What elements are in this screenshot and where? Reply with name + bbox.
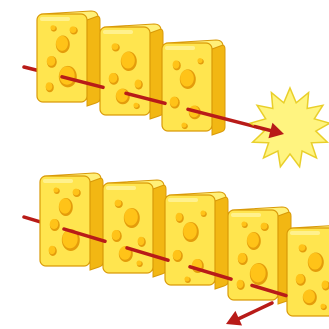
cheese-slice <box>102 179 167 278</box>
cheese-hole-inner <box>48 245 56 255</box>
cheese-hole-inner <box>181 122 187 128</box>
deflected-arrow <box>234 301 274 322</box>
cheese-slice-highlight <box>43 179 73 183</box>
cheese-hole-inner <box>53 187 59 193</box>
cheese-hole-inner <box>172 249 182 261</box>
cheese-slice-highlight <box>103 30 133 34</box>
hazard-arrow-segment <box>60 75 105 90</box>
cheese-hole-inner <box>59 198 71 214</box>
cheese-hole-inner <box>321 280 329 289</box>
cheese-hole-inner <box>69 26 77 33</box>
cheese-slice <box>161 39 226 136</box>
cheese-hole-inner <box>137 236 145 246</box>
cheese-slice-highlight <box>165 46 195 50</box>
cheese-slice-side <box>152 184 167 278</box>
cheese-hole-inner <box>295 273 305 284</box>
cheese-hole-inner <box>56 35 68 51</box>
cheese-hole-inner <box>303 289 315 304</box>
hazard-arrow-segment <box>62 227 107 244</box>
cheese-hole-inner <box>298 244 306 251</box>
cheese-hole-inner <box>169 96 179 107</box>
cheese-hole-inner <box>49 218 59 230</box>
cheese-slice-highlight <box>290 231 320 235</box>
cheese-slice-face <box>39 175 91 267</box>
cheese-slice-highlight <box>106 186 136 190</box>
hazard-arrow-segment <box>125 246 170 262</box>
hazard-arrow-segment <box>250 283 288 298</box>
cheese-slice <box>227 206 292 305</box>
cheese-hole-inner <box>197 58 203 64</box>
cheese-hole-inner <box>236 279 244 289</box>
cheese-hole-inner <box>260 222 268 230</box>
cheese-hole-inner <box>180 69 194 87</box>
cheese-hole-inner <box>108 72 118 83</box>
cheese-hole-inner <box>62 229 78 249</box>
cheese-slice <box>286 225 329 317</box>
cheese-hole-inner <box>134 79 142 88</box>
cheese-hole-inner <box>237 252 247 264</box>
starburst-icon <box>248 86 329 169</box>
cheese-hole-inner <box>247 232 259 248</box>
hazard-arrow-segment <box>186 107 264 131</box>
cheese-hole-inner <box>172 60 180 69</box>
scenario-hazard-passes <box>22 10 329 169</box>
cheese-hole-inner <box>72 188 80 196</box>
cheese-hole-inner <box>111 43 119 50</box>
scenario-hazard-blocked <box>22 172 329 326</box>
cheese-hole-inner <box>241 221 247 227</box>
cheese-slice-highlight <box>231 213 261 217</box>
cheese-hole-inner <box>46 55 56 66</box>
cheese-hole-inner <box>184 276 190 282</box>
cheese-hole-inner <box>175 212 183 222</box>
arrow-head-bottom <box>226 310 243 326</box>
cheese-hole-inner <box>111 229 121 241</box>
cheese-hole-inner <box>114 199 122 207</box>
cheese-hole-inner <box>320 303 326 309</box>
cheese-hole-inner <box>45 82 53 91</box>
cheese-slice-highlight <box>40 17 70 21</box>
cheese-hole-inner <box>133 102 139 108</box>
arrow-head-top <box>268 122 284 139</box>
cheese-slice-side <box>211 44 226 136</box>
cheese-hole-inner <box>250 263 266 283</box>
hazard-arrow-segment <box>188 265 233 281</box>
cheese-hole-inner <box>121 51 135 69</box>
cheese-slice-side <box>86 15 101 107</box>
cheese-slice <box>99 23 164 120</box>
cheese-slice <box>39 172 104 271</box>
cheese-hole-inner <box>124 208 138 226</box>
cheese-hole-inner <box>136 260 142 266</box>
cheese-slice <box>36 10 101 107</box>
hazard-arrow-segment <box>124 91 167 106</box>
cheese-slice-face <box>286 227 329 317</box>
cheese-slice-side <box>89 177 104 271</box>
cheese-slice <box>164 191 229 290</box>
cheese-hole-inner <box>200 210 206 216</box>
cheese-slice-highlight <box>168 198 198 202</box>
cheese-hole-inner <box>183 222 197 240</box>
cheese-hole-inner <box>308 252 322 270</box>
cheese-hole-inner <box>116 88 128 103</box>
cheese-slice-face <box>36 13 88 103</box>
cheese-hole-inner <box>50 25 56 31</box>
cheese-slice-side <box>149 28 164 120</box>
